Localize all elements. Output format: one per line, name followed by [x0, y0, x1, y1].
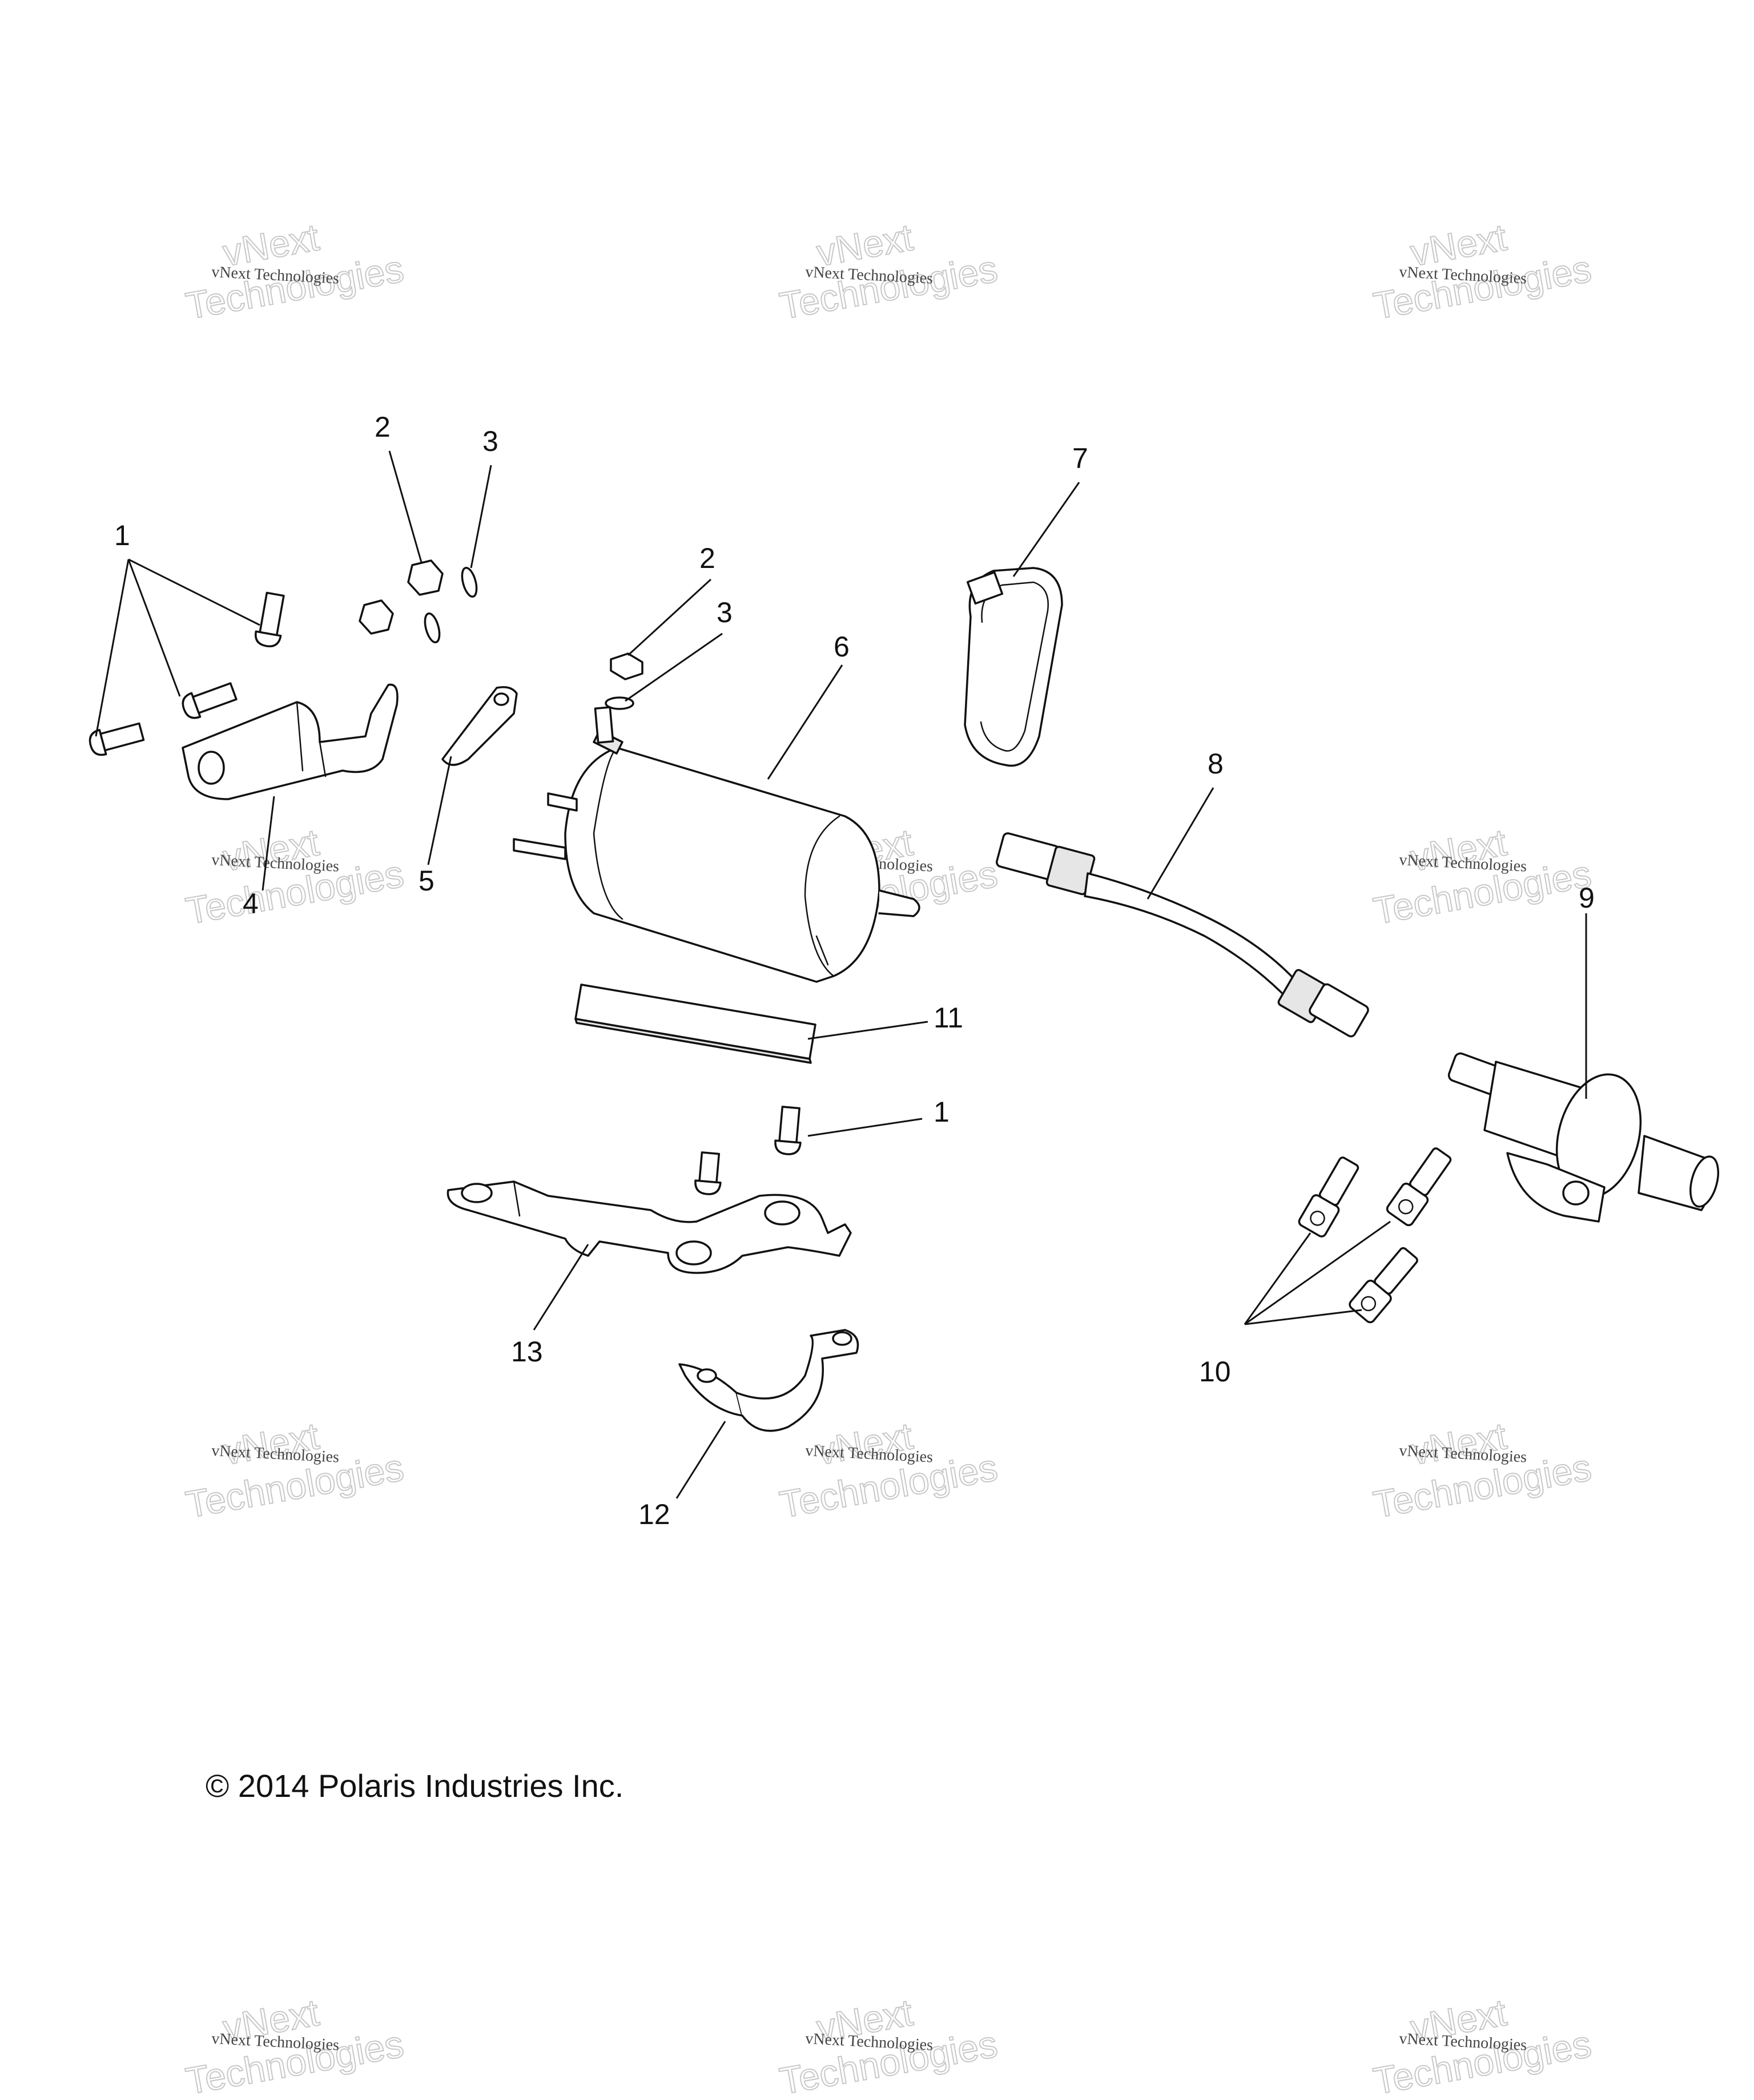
part-9-starter-drive	[1447, 1052, 1719, 1223]
screw	[1386, 1147, 1452, 1227]
callout-10: 10	[1199, 1356, 1231, 1388]
part-5-small-bracket	[441, 686, 518, 766]
callout-2: 2	[375, 411, 391, 443]
part-7-hose-clamp	[964, 567, 1063, 767]
watermark-text: vNext Technologies	[211, 2030, 340, 2054]
watermark-top-left: vNext Technologies	[182, 215, 407, 328]
watermark-text: vNext Technologies	[805, 2030, 934, 2054]
bolt	[255, 591, 285, 647]
bolt	[694, 1151, 722, 1195]
callout-2-motor: 2	[699, 542, 715, 574]
part-13-lower-bracket	[446, 1180, 852, 1274]
part-3-washers	[424, 566, 478, 644]
callout-11: 11	[934, 1002, 963, 1034]
nut	[359, 599, 394, 635]
callout-3-motor: 3	[717, 596, 733, 628]
part-2-motor-nut	[610, 652, 643, 680]
part-10-screws	[1298, 1147, 1452, 1324]
callout-6: 6	[834, 631, 850, 663]
nut	[407, 559, 444, 596]
callout-1-lower: 1	[934, 1096, 950, 1128]
watermarks: vNext Technologies vNext Technologies vN…	[182, 215, 1595, 2100]
part-8-cable	[995, 832, 1369, 1038]
part-1-bolts-lower	[694, 1106, 802, 1195]
callout-7: 7	[1072, 442, 1088, 474]
callout-8: 8	[1208, 748, 1224, 780]
bolt	[774, 1106, 802, 1155]
callout-9: 9	[1579, 882, 1595, 914]
part-1-bolts-upper	[88, 591, 285, 756]
watermark-top-right: vNext Technologies	[1370, 215, 1595, 328]
callout-5: 5	[419, 865, 435, 897]
part-4-mounting-bracket	[182, 683, 399, 800]
washer	[461, 566, 478, 598]
callout-3: 3	[482, 425, 498, 457]
part-11-pad	[574, 984, 816, 1064]
leader-lines	[95, 450, 1587, 1499]
callout-numbers: 1 2 3 2 3 6 7 8 9 4 5 11 1 13 12 10	[114, 411, 1595, 1530]
screw	[1349, 1247, 1418, 1324]
bolt	[182, 682, 238, 719]
callout-1: 1	[114, 519, 130, 551]
callout-13: 13	[511, 1336, 543, 1368]
part-2-nuts	[359, 559, 444, 635]
watermark-text: vNext Technologies	[1399, 2030, 1527, 2054]
part-6-starter-motor	[513, 706, 920, 983]
callout-12: 12	[638, 1498, 670, 1530]
callout-4: 4	[243, 888, 259, 920]
bolt	[88, 722, 145, 756]
copyright-notice: © 2014 Polaris Industries Inc.	[206, 1768, 623, 1804]
part-12-clip	[678, 1329, 859, 1432]
watermark-top-center: vNext Technologies	[776, 215, 1001, 328]
washer	[424, 612, 441, 644]
screw	[1298, 1156, 1359, 1238]
